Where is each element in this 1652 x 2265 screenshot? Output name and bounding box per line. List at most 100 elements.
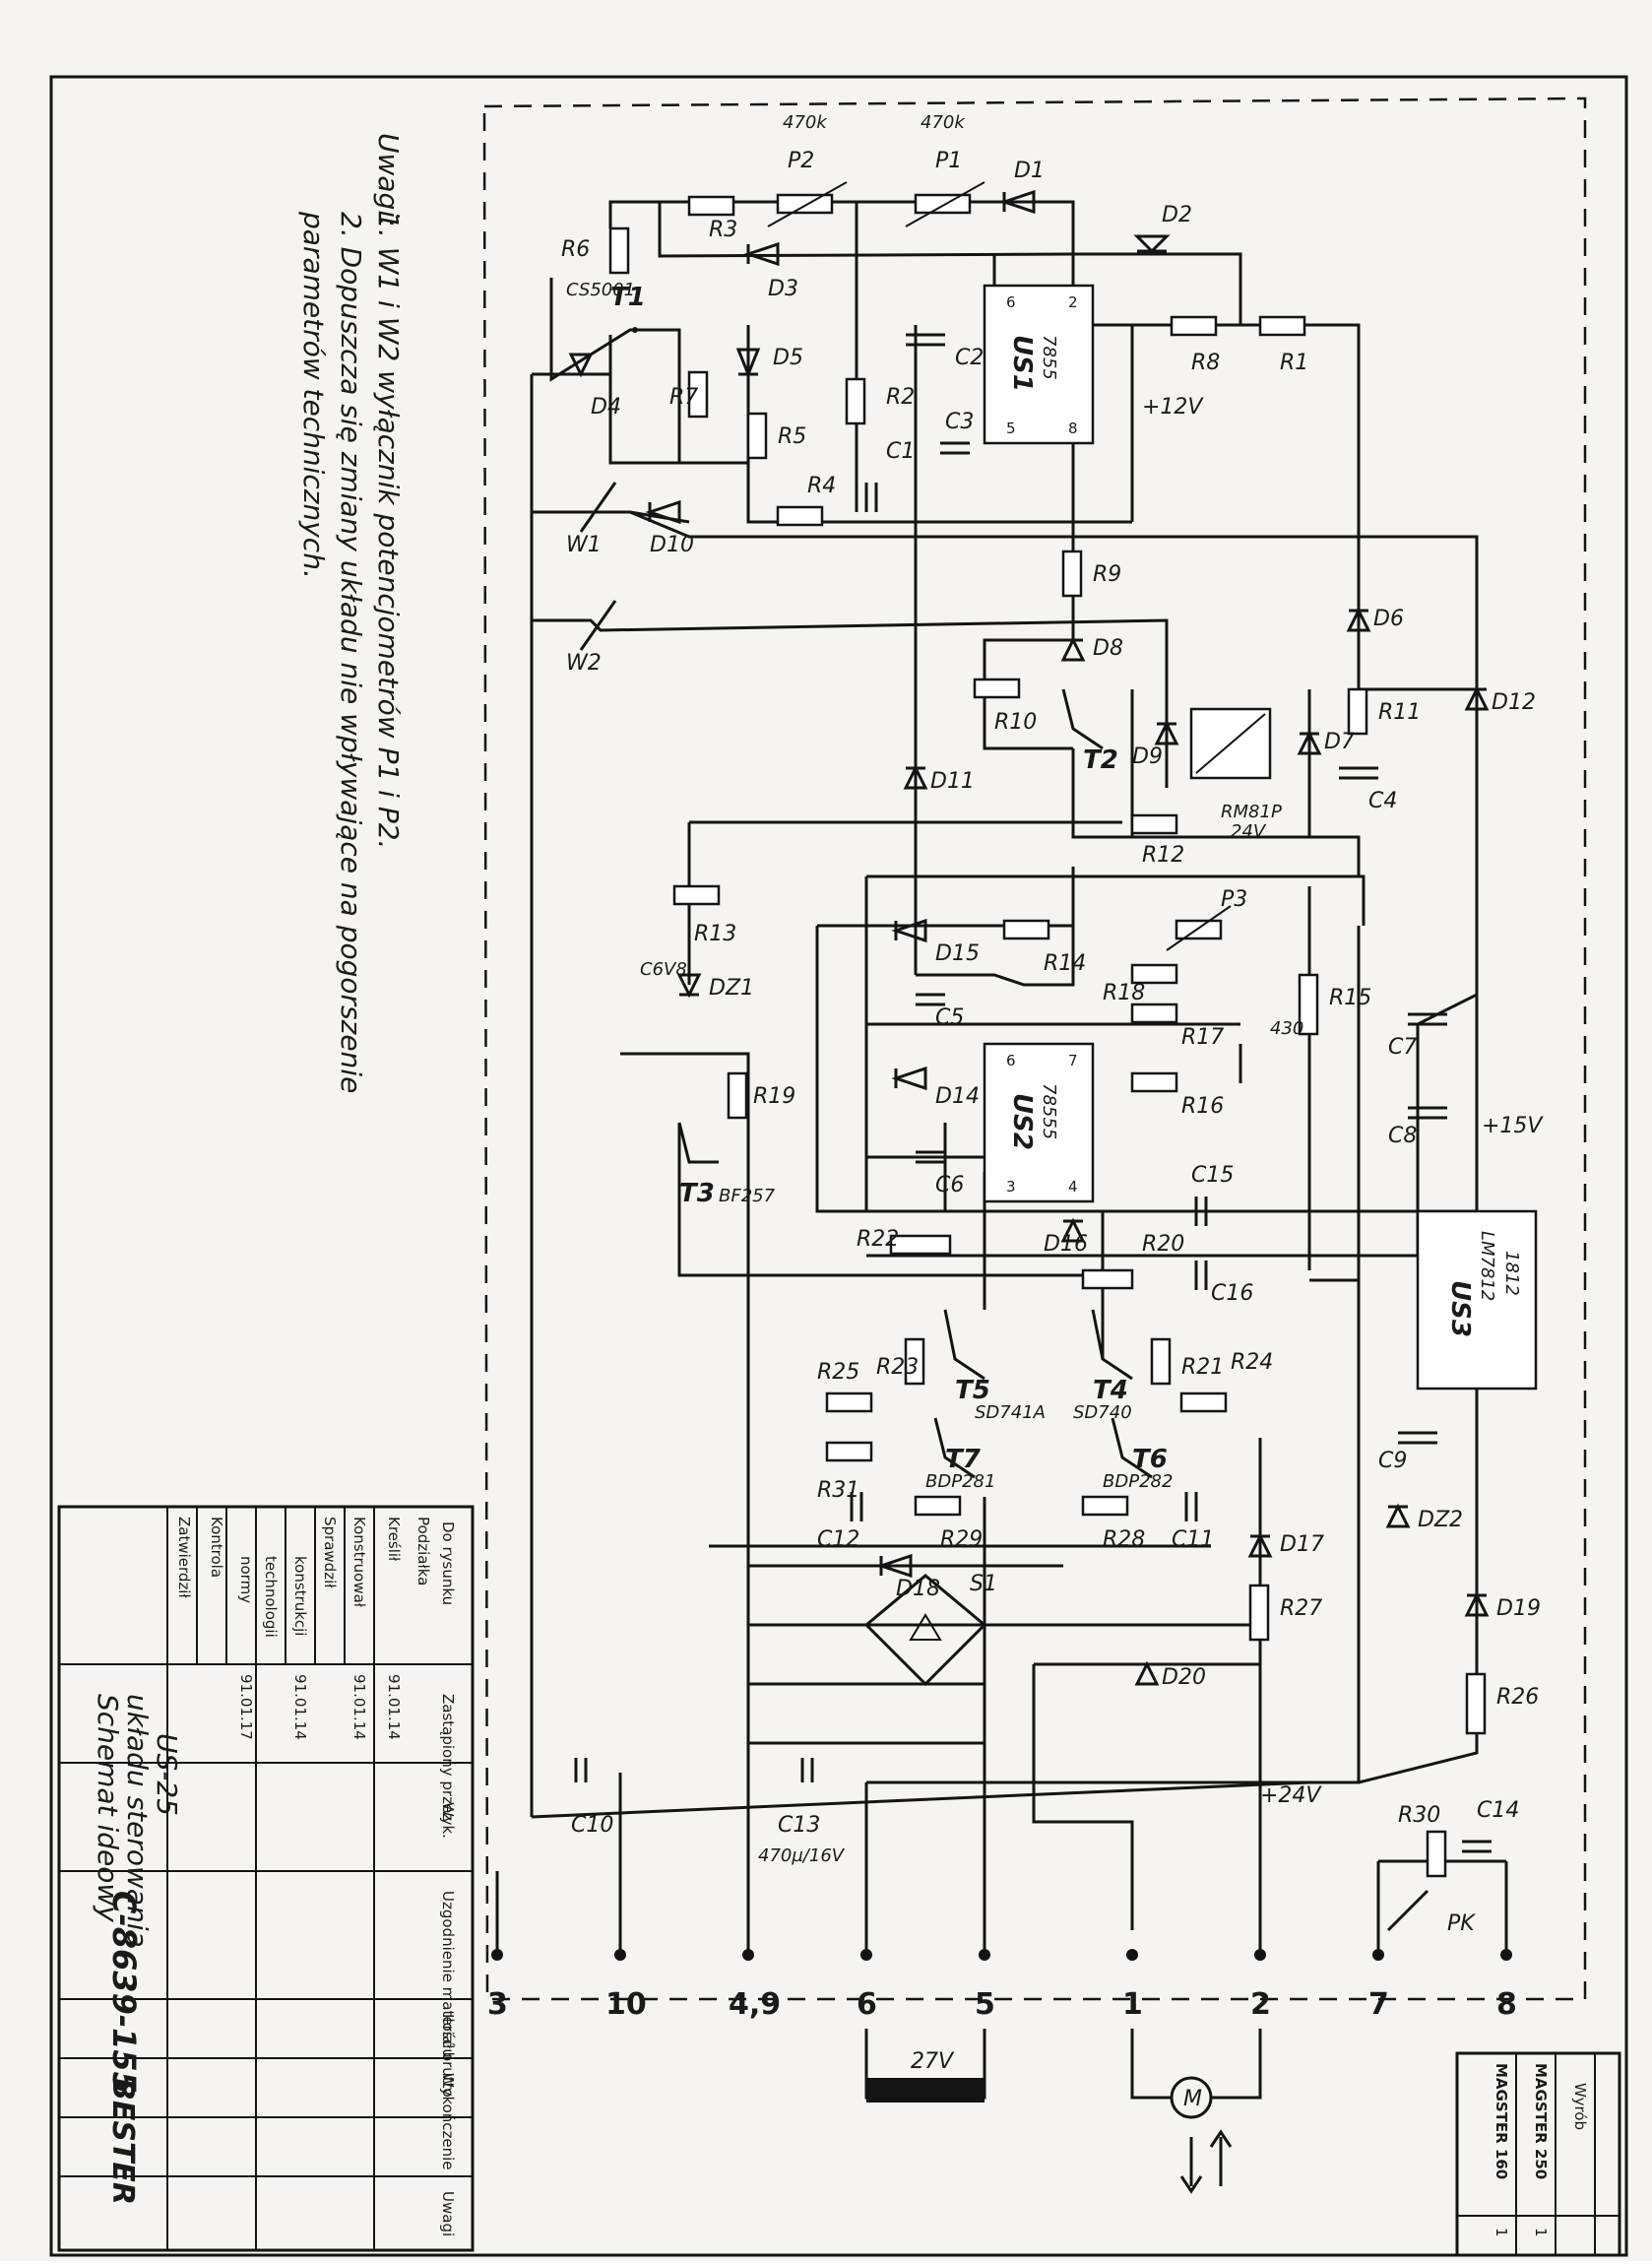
r29-label: R29: [940, 1527, 983, 1552]
t3-label: T3: [679, 1179, 715, 1208]
us1-pin8: 8: [1068, 420, 1078, 437]
tb-kreslil: Kreślił: [385, 1517, 403, 1562]
pot-p2: [776, 193, 834, 215]
r2-label: R2: [886, 385, 915, 410]
d19-label: D19: [1496, 1596, 1541, 1621]
diodes: D1 D2 D3 D5 D4 D10 D6 D8 D9 D7 D12 D11 D…: [568, 159, 1541, 1690]
tb-uwagi: Uwagi: [439, 2191, 457, 2236]
r7-label: R7: [669, 385, 698, 410]
us2-pin7: 7: [1068, 1052, 1078, 1069]
diode-d14: [891, 1066, 927, 1091]
p2-value: 470k: [783, 112, 828, 133]
t2-label: T2: [1083, 745, 1118, 775]
diode-d3: [743, 241, 780, 267]
tb-technologii: technologii: [262, 1556, 280, 1638]
t6-value: BDP282: [1103, 1471, 1173, 1492]
cap-c10: [574, 1758, 588, 1782]
cap-c4a: [1339, 766, 1378, 780]
title-line-1: Schemat ideowy: [92, 1694, 124, 1922]
t6-label: T6: [1132, 1445, 1168, 1474]
d9-label: D9: [1132, 744, 1163, 769]
resistor-r17: [1130, 1003, 1178, 1024]
resistor-r22: [889, 1234, 952, 1256]
switch-pk: [1386, 1889, 1430, 1932]
tb-wykonczenie: Wykończenie: [439, 2073, 457, 2170]
switches-w1-w2: [579, 482, 617, 651]
r23-label: R23: [876, 1355, 919, 1380]
tb-kontrola: Kontrola: [208, 1517, 225, 1578]
resistor-r13: [672, 884, 721, 906]
tb-podzialka: Podziałka: [414, 1517, 432, 1586]
s1-label: S1: [970, 1572, 997, 1596]
r1-label: R1: [1280, 351, 1308, 375]
supply-15v-label: +15V: [1482, 1114, 1544, 1138]
ic-us3: [1416, 1209, 1538, 1391]
r31-label: R31: [817, 1478, 859, 1503]
d11-label: D11: [930, 769, 975, 794]
dz2-label: DZ2: [1418, 1508, 1463, 1532]
diode-d16: [1060, 1217, 1086, 1243]
d16-label: D16: [1044, 1232, 1088, 1257]
tb-zastapiony: Zastąpiony przez: [439, 1694, 457, 1821]
drawing-number: C-8639-155: [105, 1891, 143, 2094]
d17-label: D17: [1280, 1532, 1324, 1557]
c9-label: C9: [1378, 1449, 1407, 1473]
variant-2-qty: 1: [1493, 2228, 1510, 2237]
r4-label: R4: [807, 474, 836, 498]
cap-c1: [864, 483, 878, 512]
resistor-r23: [904, 1337, 925, 1386]
r30-label: R30: [1398, 1803, 1440, 1828]
diode-d15: [891, 918, 927, 943]
resistor-r26: [1465, 1672, 1487, 1735]
dz1-value: C6V8: [640, 959, 687, 980]
diode-dz2: [1385, 1503, 1411, 1528]
r9-label: R9: [1093, 562, 1121, 587]
notes-heading: Uwagi:: [372, 133, 405, 227]
c2-label: C2: [955, 346, 984, 370]
resistors: R3 R6 R7 R5 R4 R2 R8 R1 R9 R10 R11 R12 R…: [561, 195, 1539, 1878]
t4-value: SD740: [1073, 1402, 1132, 1423]
transformer-core: [866, 2078, 985, 2103]
p3-label: P3: [1221, 887, 1247, 912]
cap-c8: [1408, 1106, 1447, 1120]
d8-label: D8: [1093, 636, 1123, 661]
resistor-r30: [1426, 1830, 1447, 1878]
outer-frame: [49, 75, 1628, 2257]
bridge-s1: [863, 1574, 987, 1687]
terminal-2: 2: [1250, 1987, 1271, 2022]
cap-c13: [800, 1758, 814, 1782]
r19-label: R19: [753, 1084, 795, 1109]
resistor-r2: [845, 377, 866, 425]
r14-label: R14: [1044, 951, 1086, 976]
resistor-r15: [1298, 973, 1319, 1036]
pot-p3: [1175, 919, 1223, 940]
tb-zatwierdzil: Zatwierdził: [175, 1517, 193, 1598]
diode-d1: [999, 189, 1036, 215]
cap-c6: [916, 1150, 945, 1164]
board-outline: [482, 97, 1587, 2001]
terminal-8: 8: [1496, 1987, 1517, 2022]
d10-label: D10: [650, 533, 694, 557]
ic-us1-label: US1: [1007, 335, 1037, 392]
diode-d8: [1060, 636, 1086, 662]
r5-label: R5: [778, 424, 806, 449]
diode-d2: [1133, 234, 1171, 254]
tb-date-3: 91.01.14: [291, 1674, 309, 1740]
r18-label: R18: [1103, 981, 1145, 1005]
resistor-r25: [825, 1391, 873, 1413]
d2-label: D2: [1162, 203, 1192, 227]
resistor-r11: [1347, 687, 1368, 736]
tb-date-2: 91.01.14: [350, 1674, 368, 1740]
c3-label: C3: [945, 410, 974, 434]
cap-c15: [1194, 1197, 1208, 1226]
resistor-r18: [1130, 963, 1178, 985]
tb-normy: normy: [237, 1556, 255, 1603]
ic-us3-label: US3: [1445, 1280, 1475, 1337]
variant-2-name: MAGSTER 160: [1493, 2063, 1510, 2179]
ic-us3-value-b: 1812: [1501, 1251, 1522, 1296]
c12-label: C12: [817, 1527, 859, 1552]
terminal-7: 7: [1368, 1987, 1389, 2022]
diode-d4: [568, 353, 594, 378]
tb-uzgodnienie: Uzgodnienie materiału: [439, 1891, 457, 2058]
p2-label: P2: [788, 149, 814, 173]
